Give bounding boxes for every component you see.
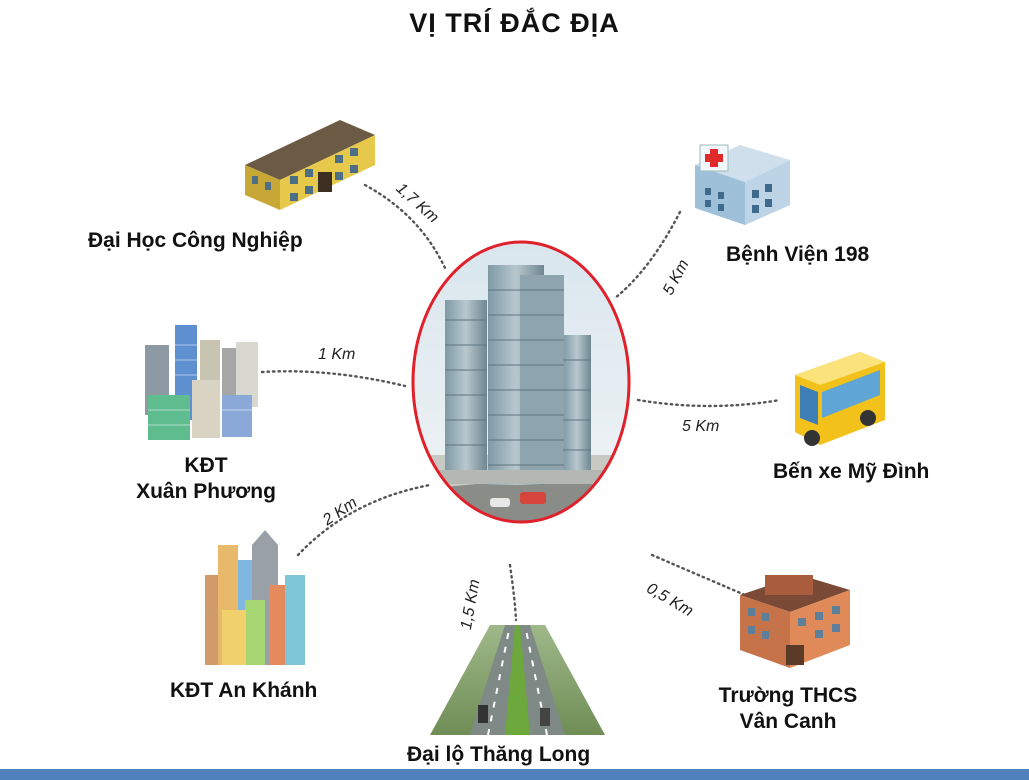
connector-ben-xe — [636, 398, 782, 408]
label-ben-xe-my-dinh: Bến xe Mỹ Đình — [773, 460, 930, 483]
label-an-khanh: KĐT An Khánh — [170, 679, 318, 702]
label-van-canh-line2: Vân Canh — [739, 710, 837, 733]
label-benh-vien-198: Bệnh Viện 198 — [726, 243, 870, 266]
hospital-icon — [695, 144, 790, 225]
connector-thang-long — [508, 563, 518, 622]
label-dai-lo-thang-long: Đại lộ Thăng Long — [407, 743, 591, 766]
page-title: VỊ TRÍ ĐẮC ĐỊA — [409, 8, 620, 38]
connector-dai-hoc — [363, 183, 447, 270]
school-building-icon — [245, 120, 375, 210]
school-icon — [740, 575, 850, 668]
connector-benh-vien — [613, 210, 682, 300]
label-dai-hoc-cong-nghiep: Đại Học Công Nghiệp — [88, 229, 303, 252]
label-xuan-phuong-line1: KĐT — [184, 454, 228, 477]
bus-icon — [795, 352, 885, 446]
label-xuan-phuong-line2: Xuân Phương — [136, 480, 276, 503]
label-van-canh: Trường THCS Vân Canh — [700, 683, 876, 735]
tower-building-icon — [411, 240, 631, 524]
distance-xuan-phuong: 1 Km — [318, 346, 356, 363]
bottom-bar — [0, 769, 1029, 780]
label-van-canh-line1: Trường THCS — [718, 684, 858, 707]
connector-xuan-phuong — [260, 370, 407, 388]
city-towers-icon — [145, 325, 258, 440]
distance-ben-xe: 5 Km — [682, 418, 720, 435]
connector-an-khanh — [296, 483, 432, 557]
highway-icon — [430, 624, 605, 736]
city-skyline-icon — [205, 530, 305, 665]
label-xuan-phuong: KĐT Xuân Phương — [114, 453, 298, 505]
